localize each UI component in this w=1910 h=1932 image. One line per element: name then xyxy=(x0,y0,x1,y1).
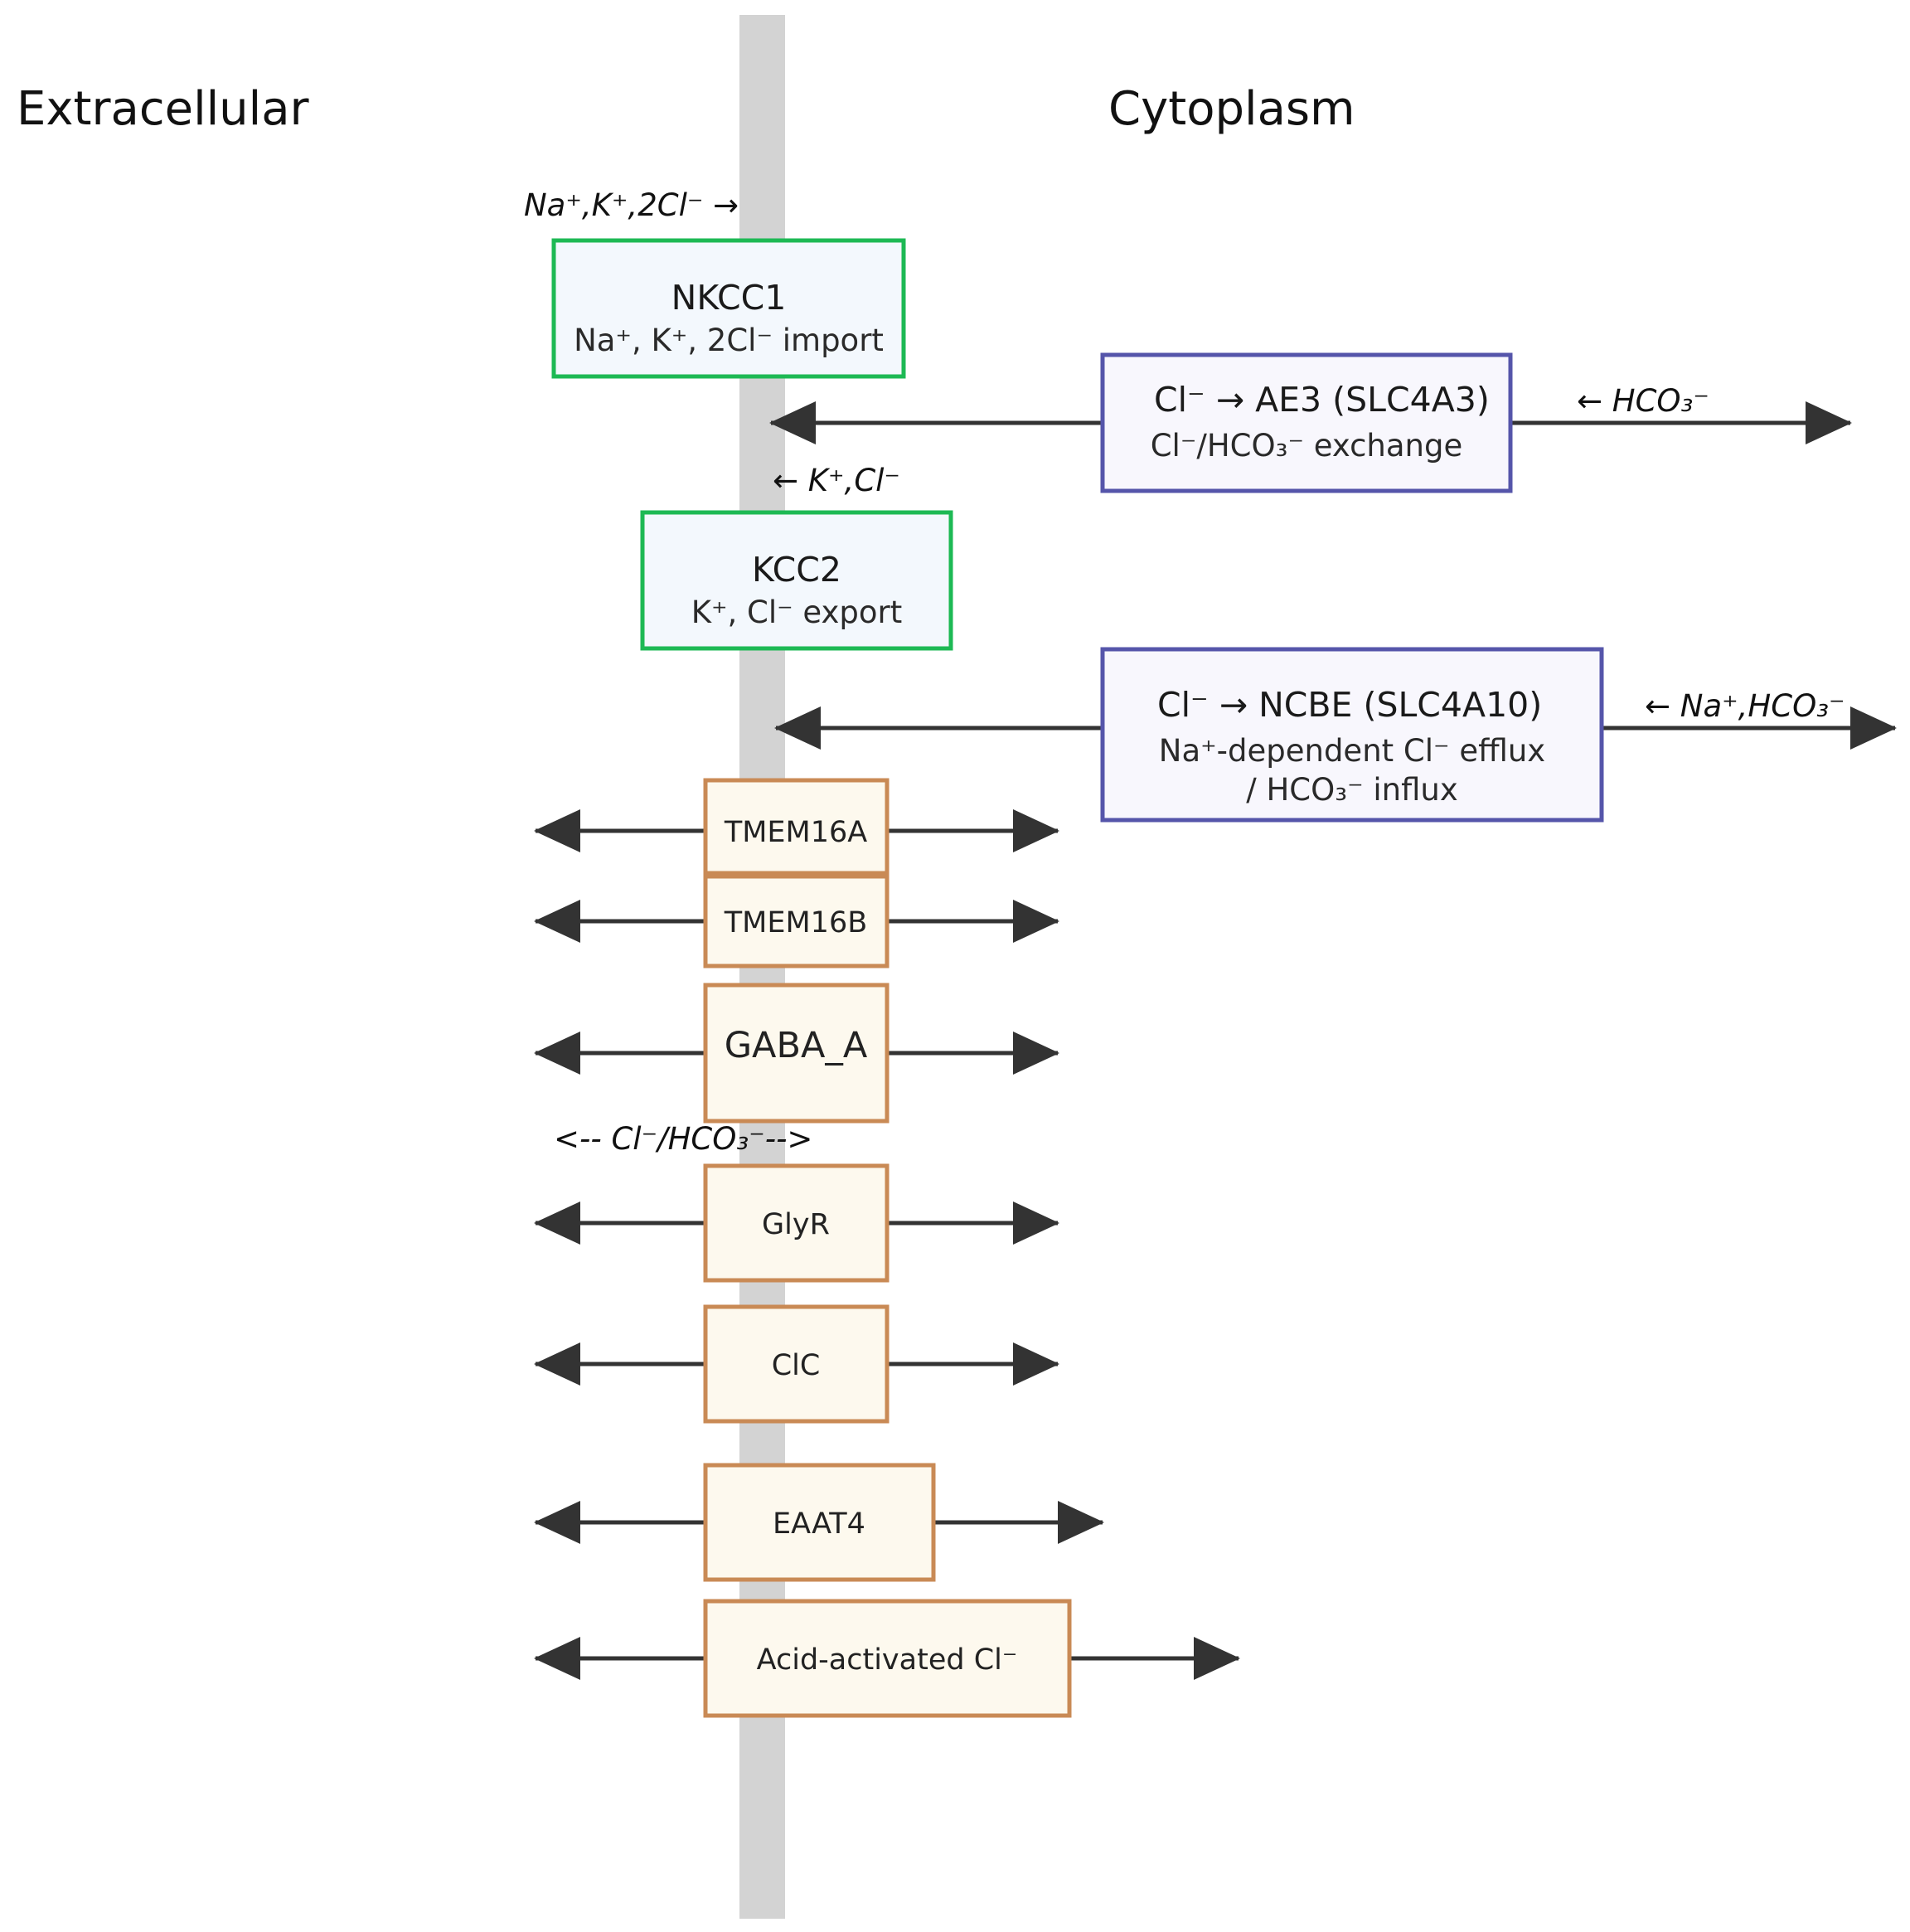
kcc2-box xyxy=(640,510,953,651)
tmem16b-name: TMEM16B xyxy=(724,906,867,939)
clc-name: ClC xyxy=(772,1349,821,1382)
cytoplasm-label: Cytoplasm xyxy=(1108,82,1355,136)
eaat4-channel: EAAT4 xyxy=(703,1463,936,1582)
eaat4-name: EAAT4 xyxy=(773,1507,865,1541)
nkcc1-flux-label: Na⁺,K⁺,2Cl⁻ → xyxy=(524,187,739,223)
eaat4-box xyxy=(703,1463,936,1582)
gaba-a-box xyxy=(703,983,890,1124)
tmem16b-channel: TMEM16B xyxy=(703,874,890,968)
clc-channel: ClC xyxy=(703,1304,890,1424)
clc-box xyxy=(703,1304,890,1424)
ae3-desc: Cl⁻/HCO₃⁻ exchange xyxy=(1151,428,1463,464)
ncbe-desc-line1: Na⁺-dependent Cl⁻ efflux xyxy=(1159,733,1545,769)
ncbe-box xyxy=(1100,647,1604,823)
channel-arrows xyxy=(534,809,1240,1680)
tmem16a-box xyxy=(703,778,890,876)
gaba-a-name: GABA_A xyxy=(725,1025,868,1066)
kcc2-name: KCC2 xyxy=(752,550,841,590)
extracellular-label: Extracellular xyxy=(17,82,310,136)
ncbe-exchanger: Cl⁻ → NCBE (SLC4A10) Na⁺-dependent Cl⁻ e… xyxy=(1100,647,1604,823)
tmem16a-name: TMEM16A xyxy=(724,816,867,849)
acid-activated-cl-channel: Acid-activated Cl⁻ xyxy=(703,1599,1072,1718)
glyr-channel: GlyR xyxy=(703,1163,890,1283)
glyr-box xyxy=(703,1163,890,1283)
gaba-a-channel: GABA_A xyxy=(703,983,890,1124)
nkcc1-transporter: NKCC1 Na⁺, K⁺, 2Cl⁻ import xyxy=(551,238,906,379)
tmem16b-box xyxy=(703,874,890,968)
kcc2-transporter: KCC2 K⁺, Cl⁻ export xyxy=(640,510,953,651)
nkcc1-name: NKCC1 xyxy=(671,278,787,318)
glyr-name: GlyR xyxy=(762,1208,830,1241)
ae3-flux-label: ← HCO₃⁻ xyxy=(1577,383,1709,419)
tmem16a-channel: TMEM16A xyxy=(703,778,890,876)
ae3-box xyxy=(1100,352,1513,493)
channel-flux-label: <-- Cl⁻/HCO₃⁻--> xyxy=(554,1121,812,1157)
kcc2-desc: K⁺, Cl⁻ export xyxy=(691,595,903,630)
nkcc1-desc: Na⁺, K⁺, 2Cl⁻ import xyxy=(574,323,884,358)
kcc2-flux-label: ← K⁺,Cl⁻ xyxy=(773,463,900,498)
ncbe-flux-label: ← Na⁺,HCO₃⁻ xyxy=(1645,688,1845,724)
acid-activated-cl-name: Acid-activated Cl⁻ xyxy=(757,1643,1018,1677)
ae3-name: Cl⁻ → AE3 (SLC4A3) xyxy=(1154,380,1490,420)
nkcc1-box xyxy=(551,238,906,379)
acid-activated-cl-box xyxy=(703,1599,1072,1718)
ae3-exchanger: Cl⁻ → AE3 (SLC4A3) Cl⁻/HCO₃⁻ exchange xyxy=(1100,352,1513,493)
ncbe-name: Cl⁻ → NCBE (SLC4A10) xyxy=(1157,685,1542,725)
ncbe-desc-line2: / HCO₃⁻ influx xyxy=(1246,772,1458,808)
